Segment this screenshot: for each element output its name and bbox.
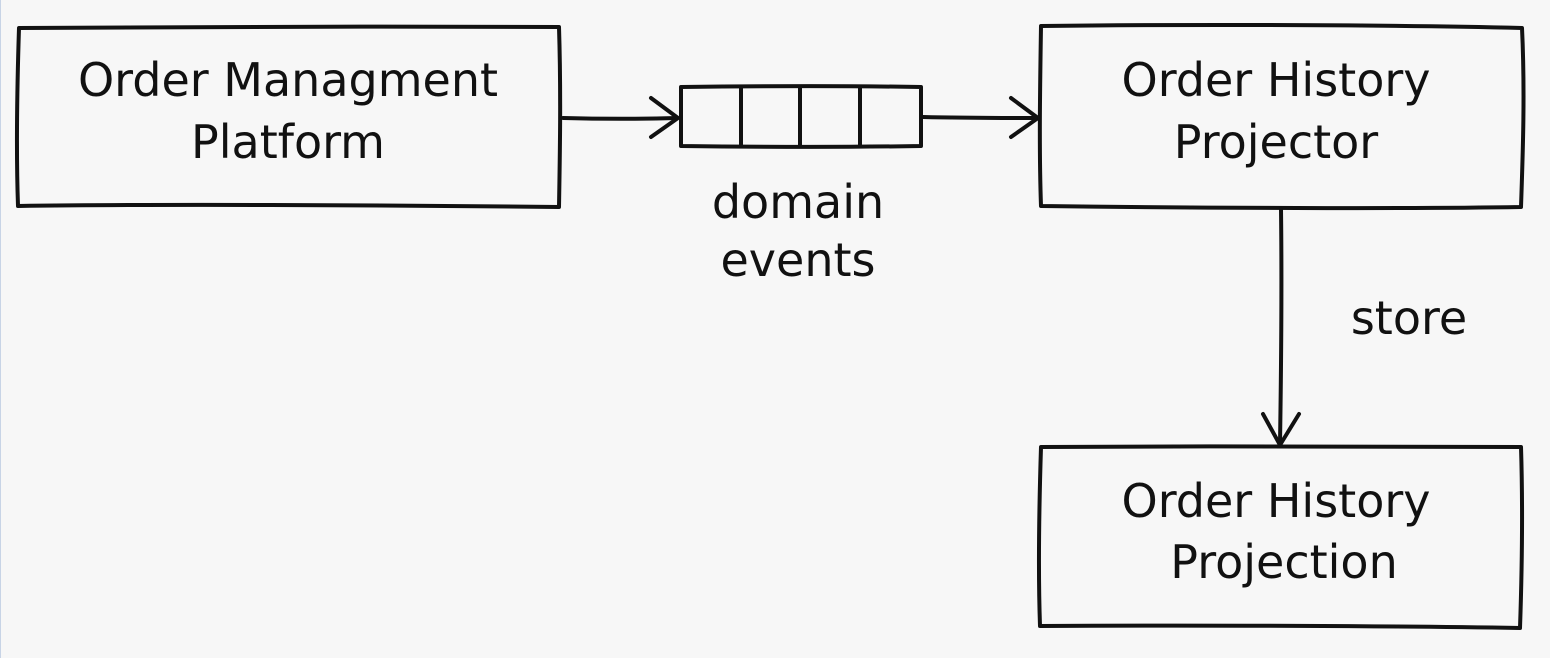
projection-line-1: Order History	[1122, 474, 1431, 528]
projection-line-2: Projection	[1170, 535, 1397, 589]
store-arrow-line	[1278, 207, 1284, 446]
arrow-to-projector-head	[1009, 96, 1040, 139]
store-label: store	[1351, 291, 1467, 345]
projection-box	[1036, 444, 1525, 630]
projector-line-2: Projector	[1174, 115, 1379, 169]
arrow-to-projector	[921, 96, 1040, 139]
arrow-to-queue	[561, 96, 680, 139]
order-management-line-1: Order Managment	[78, 53, 498, 107]
store-arrow: store	[1261, 207, 1467, 447]
queue-label-line-2: events	[721, 233, 876, 287]
arrow-to-projector-line	[921, 115, 1039, 120]
queue-box	[679, 84, 923, 149]
arrow-to-queue-head	[649, 96, 680, 139]
domain-events-queue: domain events	[679, 84, 923, 287]
order-management-node: Order Managment Platform	[14, 24, 563, 209]
arrow-to-queue-line	[561, 116, 679, 121]
projector-box	[1037, 22, 1526, 211]
order-management-line-2: Platform	[191, 115, 385, 169]
projector-line-1: Order History	[1122, 53, 1431, 107]
projection-node: Order History Projection	[1036, 444, 1525, 630]
order-management-box	[14, 24, 563, 209]
projector-node: Order History Projector	[1037, 22, 1526, 211]
queue-label-line-1: domain	[712, 175, 884, 229]
